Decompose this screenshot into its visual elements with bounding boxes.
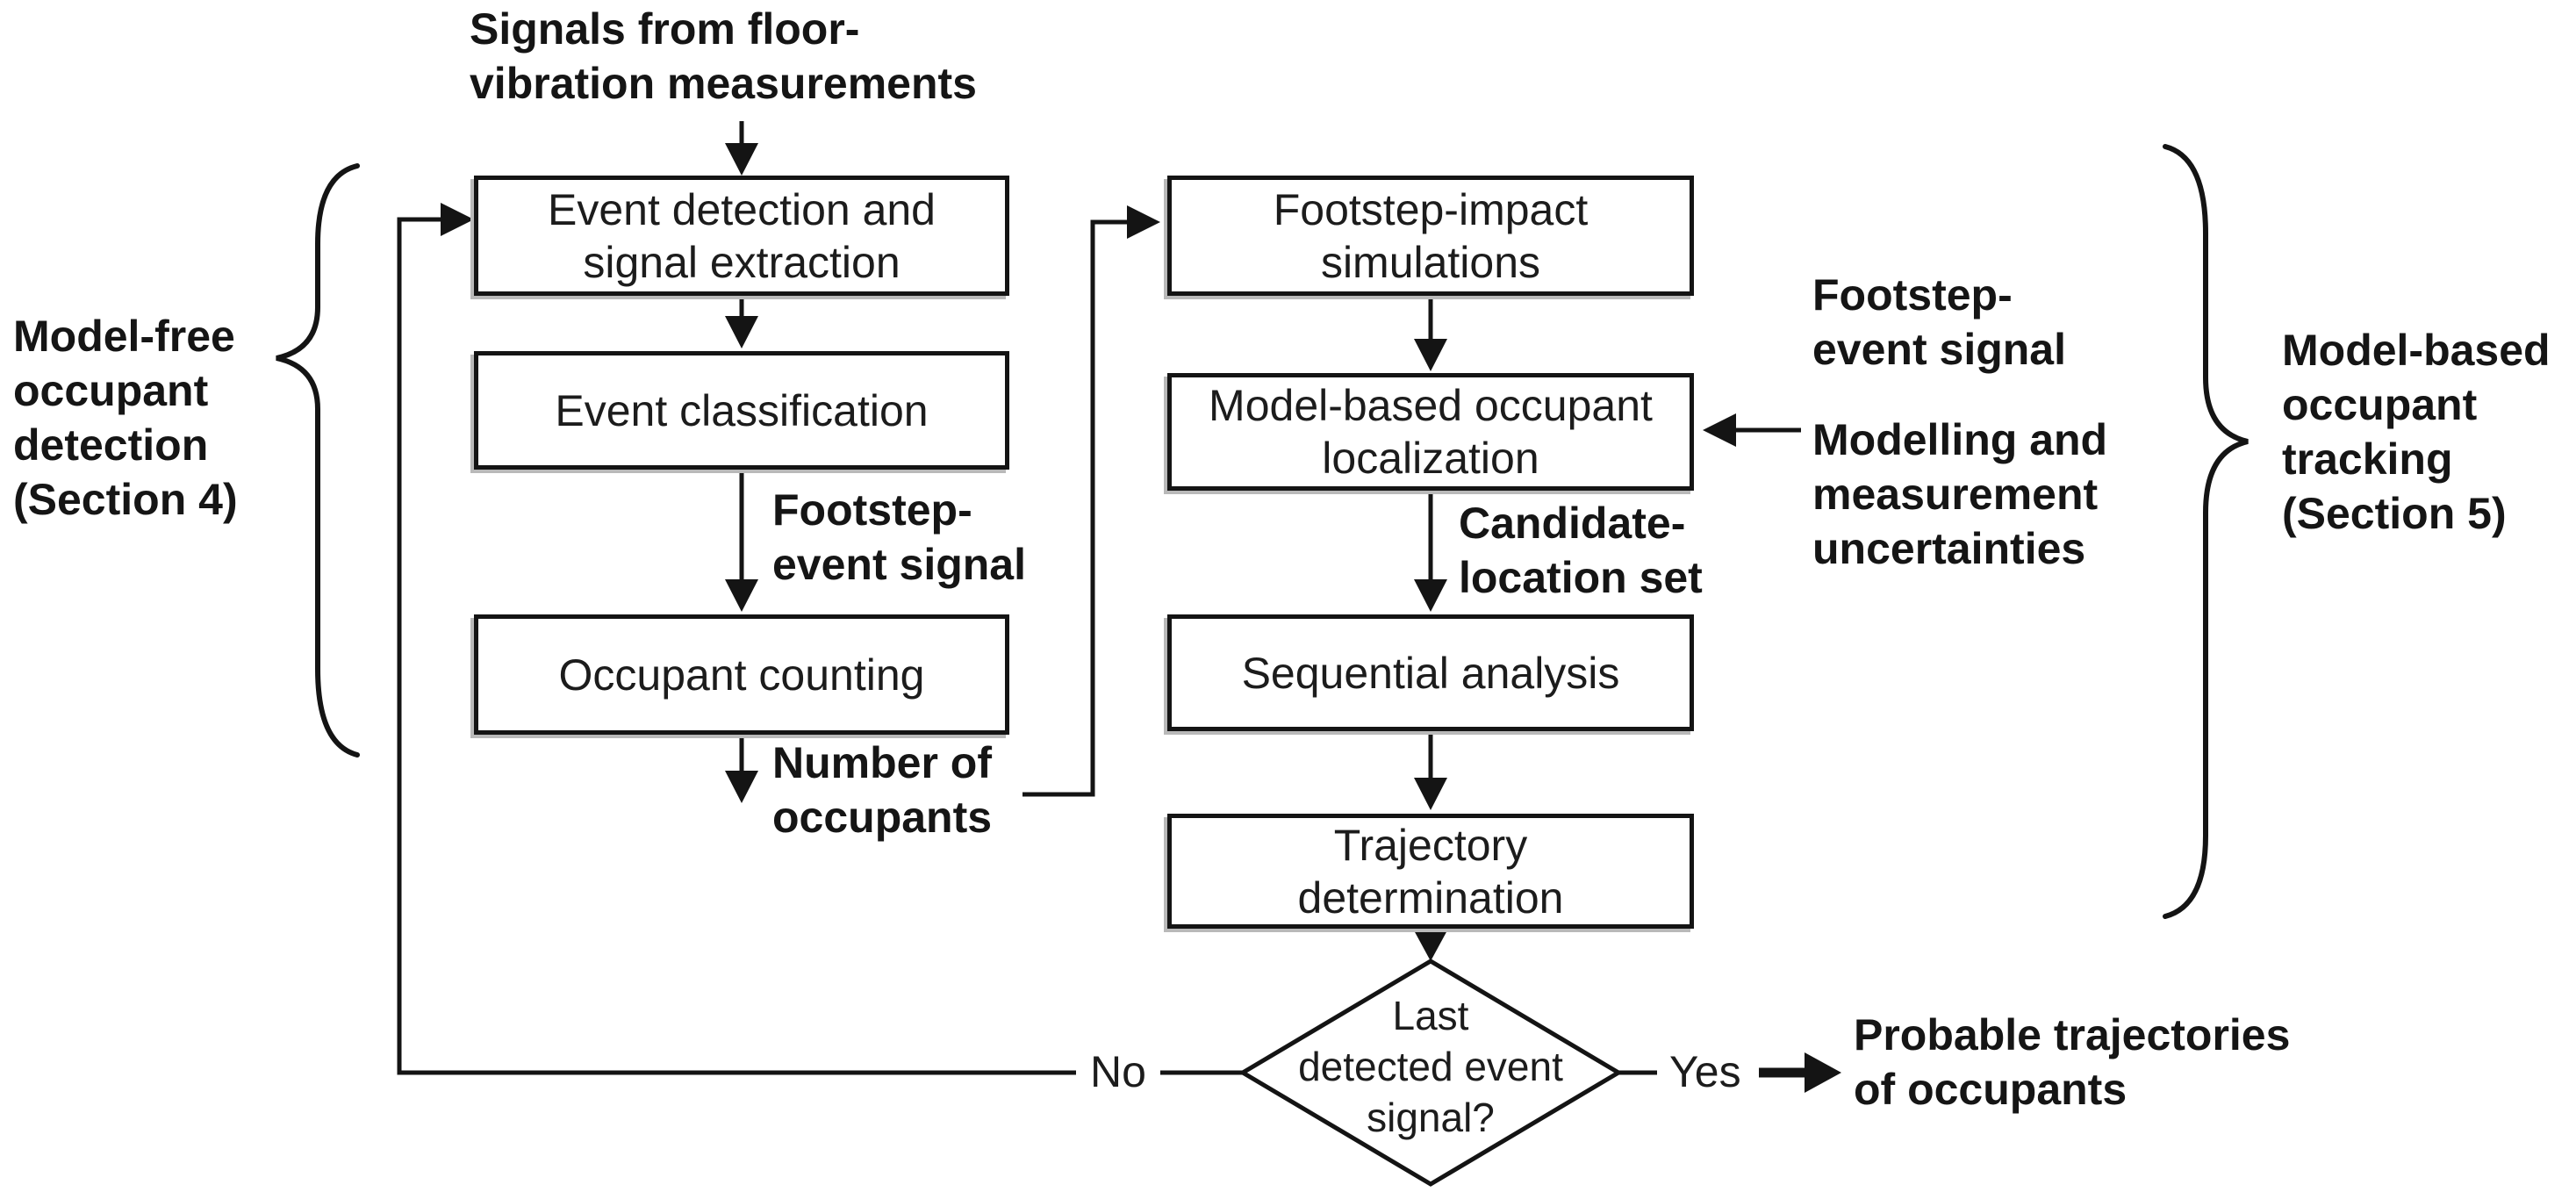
no-branch-label: No (1076, 1046, 1160, 1097)
decision-diamond (1238, 959, 1623, 1187)
arrowhead-box3-output (725, 771, 758, 803)
no-feedback-line (397, 217, 1243, 1075)
edge-label-candidate-location-set: Candidate- location set (1459, 499, 1703, 602)
section-label-model-based: Model-based occupant tracking (Section 5… (2282, 326, 2551, 538)
arrowhead-into-simulations (1127, 205, 1160, 239)
box-sequential-analysis: Sequential analysis (1167, 614, 1694, 731)
arrowhead-into-event-detection (441, 203, 474, 236)
arrowhead-into-localization (1703, 413, 1736, 447)
box-event-classification: Event classification (474, 351, 1009, 470)
edge-label-footstep-event-signal-left: Footstep- event signal (772, 485, 1026, 589)
arrowhead-sequential-trajectory (1414, 778, 1447, 810)
arrowhead-yes (1805, 1052, 1841, 1093)
box-event-detection: Event detection and signal extraction (474, 176, 1009, 296)
input-label-footstep-event-signal: Footstep- event signal (1812, 270, 2066, 374)
source-signal-label: Signals from floor- vibration measuremen… (470, 4, 977, 108)
arrowhead-box1-box2 (725, 316, 758, 348)
box-model-based-localization: Model-based occupant localization (1167, 373, 1694, 491)
arrowhead-trajectory-decision (1414, 930, 1447, 961)
box-occupant-counting: Occupant counting (474, 614, 1009, 735)
output-label-probable-trajectories: Probable trajectories of occupants (1854, 1010, 2291, 1114)
decision-question: Last detected event signal? (1298, 993, 1563, 1140)
box-trajectory-determination: Trajectory determination (1167, 814, 1694, 929)
left-brace (276, 163, 360, 758)
yes-branch-label: Yes (1664, 1046, 1747, 1097)
arrowhead-sim-localization (1414, 339, 1447, 371)
arrowhead-localization-sequential (1414, 579, 1447, 612)
arrowhead-signals (725, 143, 758, 176)
right-brace (2163, 144, 2249, 919)
input-label-uncertainties: Modelling and measurement uncertainties (1812, 415, 2108, 573)
number-to-simulations-line (1023, 219, 1127, 797)
arrowhead-box2-box3 (725, 579, 758, 612)
box-footstep-impact-simulations: Footstep-impact simulations (1167, 176, 1694, 296)
edge-label-number-of-occupants: Number of occupants (772, 738, 993, 842)
section-label-model-free: Model-free occupant detection (Section 4… (13, 312, 238, 524)
